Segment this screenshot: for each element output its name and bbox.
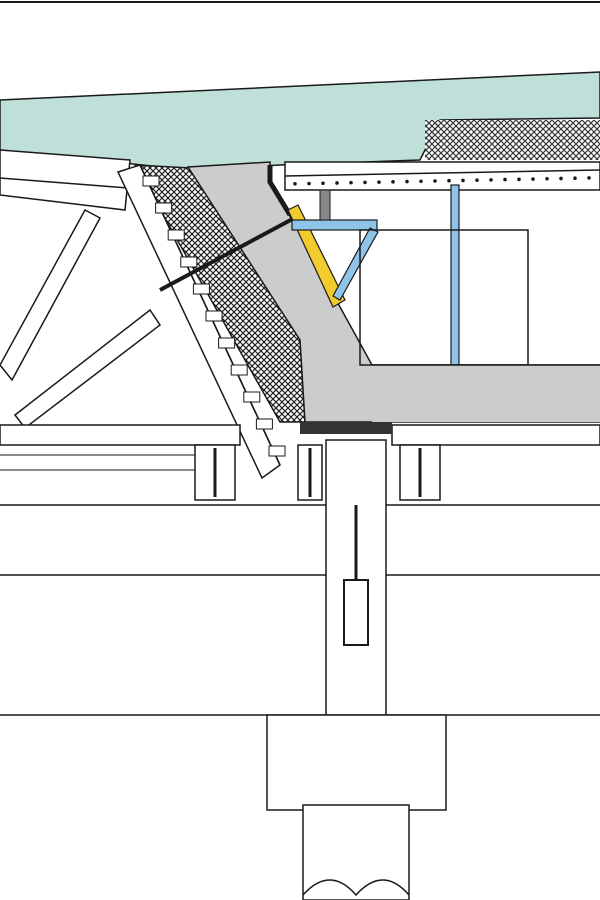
left-slab-formwork	[0, 149, 131, 211]
bolt	[433, 179, 437, 183]
bolt	[419, 179, 423, 184]
panel-rib	[205, 310, 223, 322]
right-girder	[391, 424, 600, 446]
diagonal-panel-ribs	[142, 175, 286, 457]
bolt	[391, 180, 395, 184]
bolt	[503, 177, 507, 182]
bolt	[475, 178, 479, 182]
slab-formwork-bolts	[293, 176, 591, 186]
opening-outline	[359, 229, 529, 366]
footing	[266, 714, 447, 811]
bolt	[559, 176, 563, 181]
prop-head	[319, 189, 331, 221]
bolt	[531, 177, 535, 181]
slab-prop	[450, 184, 460, 366]
bolt	[293, 182, 297, 186]
panel-rib	[180, 256, 198, 268]
panel-rib	[230, 364, 248, 376]
bolt	[517, 177, 521, 182]
bolt	[545, 176, 549, 181]
concrete-overlay	[372, 365, 600, 422]
pile	[302, 804, 410, 900]
strut-left-1	[0, 208, 102, 382]
bolt	[461, 178, 465, 183]
pile-break	[302, 879, 410, 897]
bolt	[363, 180, 367, 185]
left-girder	[0, 424, 241, 446]
bolt	[573, 176, 577, 180]
bolt	[307, 181, 311, 186]
panel-rib	[142, 175, 160, 187]
bolt	[321, 181, 325, 186]
formwork-black-edge	[267, 165, 293, 217]
panel-rib	[255, 418, 273, 430]
slab-formwork-beam	[284, 161, 600, 191]
panel-rib	[218, 337, 236, 349]
panel-rib	[155, 202, 173, 214]
panel-rib	[243, 391, 261, 403]
diagonal-prop	[332, 227, 379, 301]
bolt	[405, 179, 409, 184]
waler-beam	[291, 219, 378, 231]
panel-rib	[268, 445, 286, 457]
bolt	[377, 180, 381, 184]
panel-rib	[192, 283, 210, 295]
bolt	[489, 178, 493, 182]
bolt	[587, 176, 591, 180]
strut-left-2	[13, 308, 162, 430]
bolt	[335, 181, 339, 185]
steel-beams	[194, 444, 441, 501]
column-jack	[343, 579, 369, 646]
bolt	[447, 178, 451, 183]
joint-block	[300, 422, 392, 434]
slab-formwork-line	[284, 169, 600, 177]
left-slab-line	[0, 177, 129, 189]
bolt	[349, 180, 353, 185]
tie-rod	[159, 213, 301, 292]
slab-hatched-edge	[425, 120, 600, 160]
panel-rib	[167, 229, 185, 241]
